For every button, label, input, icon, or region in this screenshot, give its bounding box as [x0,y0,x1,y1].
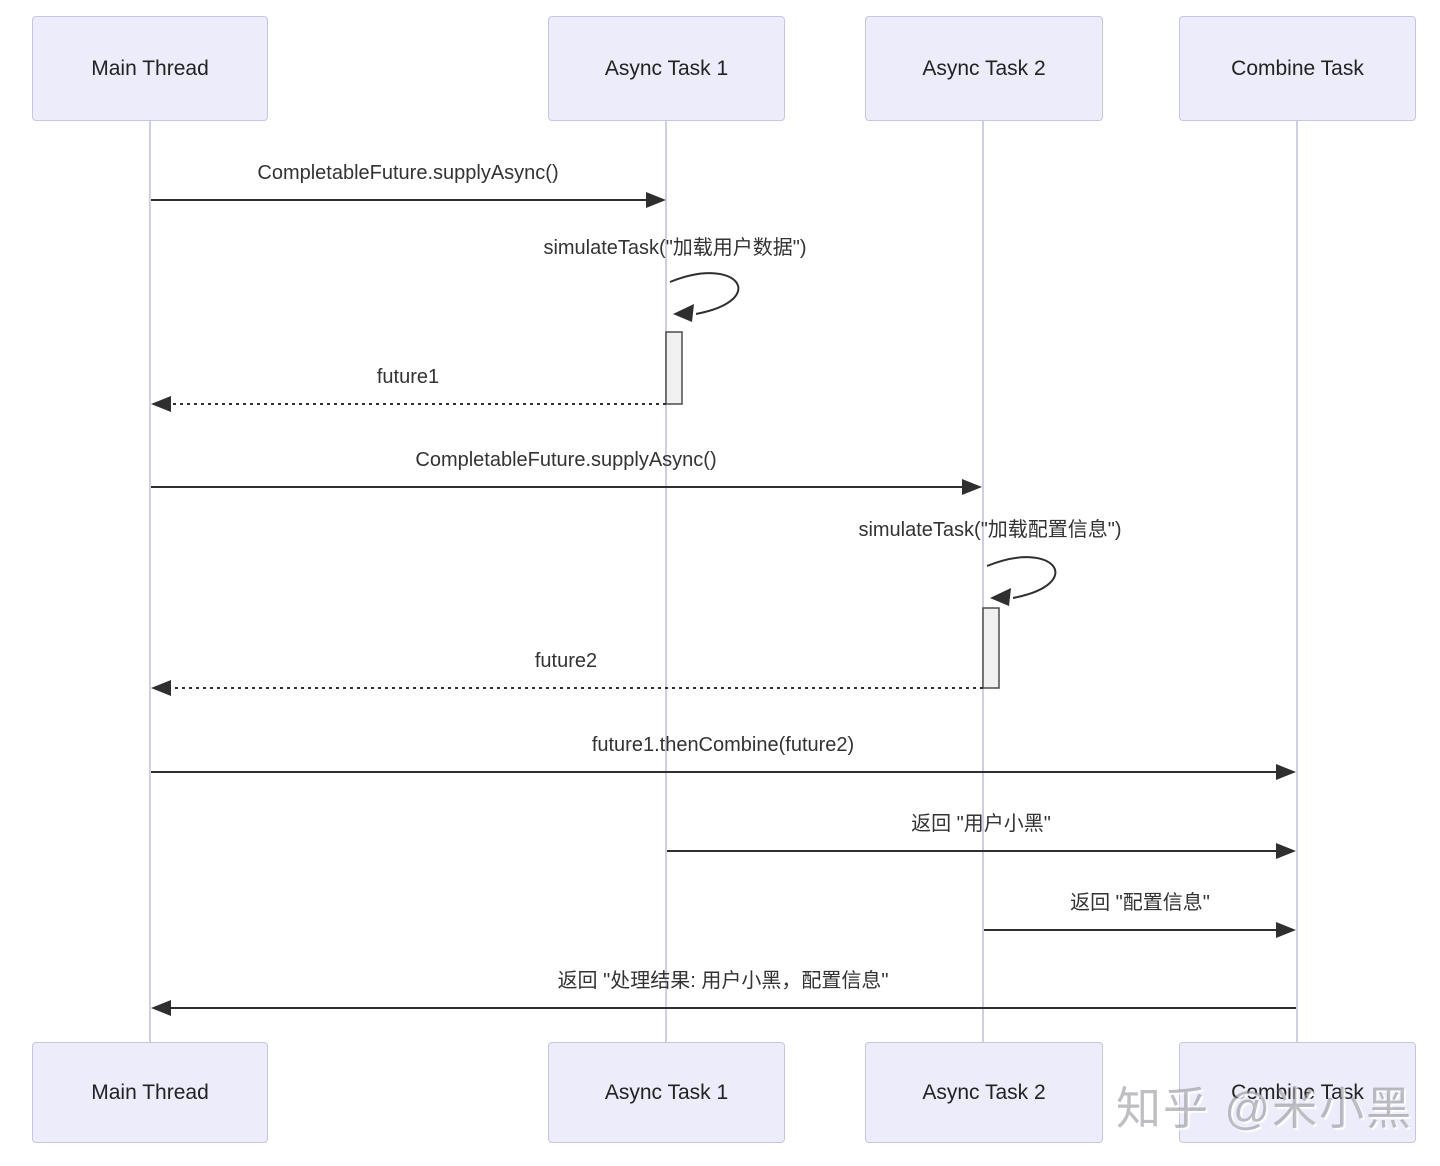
message-arrow-return-config [984,922,1296,938]
participant-top-async-task-1: Async Task 1 [548,16,785,121]
participant-label: Main Thread [91,56,209,80]
message-label-simulatetask-1: simulateTask("加载用户数据") [543,237,807,259]
message-label-supplyasync-2: CompletableFuture.supplyAsync() [415,449,717,471]
message-label-return-config: 返回 "配置信息" [1070,892,1210,914]
message-arrow-supplyasync-2 [151,479,982,495]
message-arrow-thencombine [151,764,1296,780]
message-label-simulatetask-2: simulateTask("加载配置信息") [858,519,1122,541]
message-label-future2: future2 [534,650,598,672]
message-arrow-future2 [151,680,983,696]
message-arrow-future1 [151,396,666,412]
participant-bottom-async-task-2: Async Task 2 [865,1042,1103,1143]
message-label-supplyasync-1: CompletableFuture.supplyAsync() [257,162,559,184]
message-label-return-result: 返回 "处理结果: 用户小黑，配置信息" [557,970,889,992]
participant-top-main-thread: Main Thread [32,16,268,121]
participant-label: Async Task 2 [922,56,1046,80]
participant-top-combine-task: Combine Task [1179,16,1416,121]
participant-label: Async Task 1 [604,1080,729,1104]
activation-bar-async-task-1 [665,331,683,405]
participant-bottom-combine-task: Combine Task [1179,1042,1416,1143]
self-loop-async-task-2 [986,556,1057,606]
participant-label: Main Thread [91,1080,209,1104]
watermark: 知乎 @米小黑 [1116,1083,1414,1134]
message-label-return-user: 返回 "用户小黑" [911,813,1051,835]
participant-label: Combine Task [1231,56,1364,80]
participant-label: Async Task 1 [604,56,729,80]
participant-label: Combine Task [1231,1080,1364,1104]
participant-top-async-task-2: Async Task 2 [865,16,1103,121]
message-arrow-supplyasync-1 [151,192,666,208]
participant-bottom-main-thread: Main Thread [32,1042,268,1143]
activation-bar-async-task-2 [982,607,1000,689]
participant-label: Async Task 2 [922,1080,1046,1104]
message-arrow-return-user [667,843,1296,859]
self-loop-async-task-1 [669,272,740,322]
message-label-thencombine: future1.thenCombine(future2) [591,734,855,756]
message-arrow-return-result [151,1000,1296,1016]
participant-bottom-async-task-1: Async Task 1 [548,1042,785,1143]
message-label-future1: future1 [376,366,440,388]
